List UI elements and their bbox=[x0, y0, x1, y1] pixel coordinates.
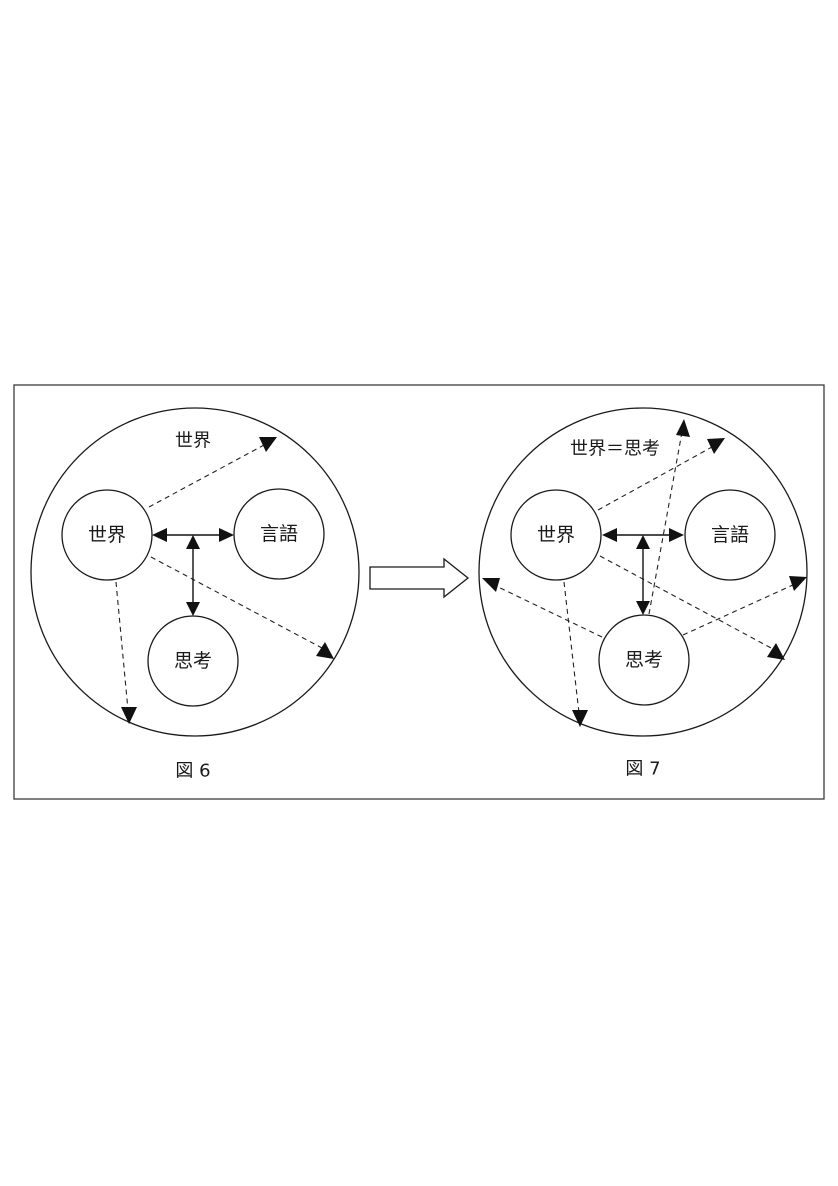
diagram-frame bbox=[13, 384, 825, 800]
figure-7-dashed-arrow-thought-up-head bbox=[676, 419, 690, 437]
figure-7-language-label: 言語 bbox=[711, 524, 749, 546]
figure-6-connector-down-head bbox=[186, 602, 200, 616]
figure-7-dashed-arrow-thought-left bbox=[493, 584, 603, 638]
figure-7-dashed-arrow-thought-up bbox=[648, 431, 683, 615]
figure-7-world-node bbox=[510, 489, 602, 581]
figure-7-dashed-arrow-upper-right bbox=[597, 446, 713, 511]
figure-7-thought-node bbox=[598, 614, 690, 706]
figure-7-language-node bbox=[684, 489, 776, 581]
figure-7-outer-label: 世界＝思考 bbox=[570, 439, 660, 460]
figure-7-world-label: 世界 bbox=[537, 524, 575, 546]
transition-arrow-icon bbox=[369, 557, 470, 599]
figure-6-language-node bbox=[233, 488, 325, 580]
figure-6-caption: 図 6 bbox=[175, 761, 210, 782]
figure-6-thought-label: 思考 bbox=[174, 650, 212, 672]
figure-7-connector-left-head bbox=[602, 528, 617, 542]
figure-7-connector-down-head bbox=[636, 601, 650, 615]
figure-7-dashed-arrow-thought-left-head bbox=[482, 578, 500, 592]
figure-6-dashed-arrow-lower-right-head bbox=[316, 642, 334, 659]
figure-6-dashed-arrow-upper-right bbox=[148, 444, 265, 508]
figure-7: 世界＝思考 世界 言語 思考 図 7 bbox=[478, 407, 808, 780]
figure-6-connector-right-head bbox=[219, 528, 234, 542]
figure-7-dashed-arrow-lower-left bbox=[563, 581, 580, 714]
figure-7-dashed-arrow-lower-right-head bbox=[767, 643, 785, 660]
figure-7-dashed-arrow-upper-right-head bbox=[707, 438, 725, 454]
figure-6-dashed-arrow-upper-right-head bbox=[259, 437, 277, 452]
figure-6-world-label: 世界 bbox=[88, 524, 126, 546]
figure-7-caption: 図 7 bbox=[625, 759, 660, 780]
figure-6-dashed-arrow-lower-left-head bbox=[121, 707, 137, 724]
figure-6-outer-label: 世界 bbox=[175, 431, 211, 452]
figure-6-dashed-arrow-lower-left bbox=[115, 581, 129, 711]
figure-7-dashed-arrow-lower-right bbox=[599, 555, 774, 650]
figure-7-dashed-arrow-thought-right-head bbox=[789, 576, 807, 591]
figure-6: 世界 世界 言語 思考 図 6 bbox=[30, 407, 360, 782]
figure-7-thought-label: 思考 bbox=[625, 649, 663, 671]
figure-6-language-label: 言語 bbox=[260, 523, 298, 545]
figure-6-connector-up-head bbox=[186, 535, 200, 549]
figure-7-dashed-arrow-lower-left-head bbox=[572, 710, 588, 727]
figure-7-dashed-arrow-thought-right bbox=[682, 583, 796, 636]
figure-7-connector-right-head bbox=[669, 528, 684, 542]
figure-7-connector-up-head bbox=[636, 535, 650, 549]
figure-6-connector-left-head bbox=[152, 528, 167, 542]
